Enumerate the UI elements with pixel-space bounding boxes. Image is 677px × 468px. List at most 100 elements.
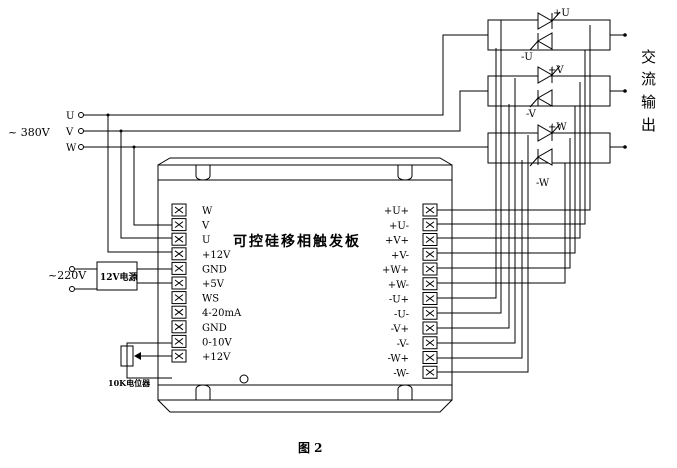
- scr-minus-v-icon: [529, 89, 553, 108]
- screw-icon: [425, 339, 435, 347]
- mains-voltage-label: ~ 380V: [8, 126, 51, 139]
- right-terminal-label: +V+: [385, 236, 409, 247]
- phase-label-w: W: [66, 143, 77, 154]
- left-terminal: 4-20mA: [171, 305, 242, 319]
- scr-label-minus-u: -U: [521, 52, 533, 63]
- output-char-4: 出: [641, 116, 656, 134]
- screw-icon: [425, 324, 435, 332]
- screw-icon: [174, 206, 184, 214]
- left-terminal: +12V: [171, 349, 231, 363]
- screw-icon: [174, 235, 184, 243]
- right-terminal: +V-: [391, 247, 438, 261]
- right-terminal-label: +W-: [388, 280, 409, 291]
- right-terminal: -V+: [391, 321, 438, 335]
- left-terminal: 0-10V: [171, 334, 232, 348]
- left-terminal-label: W: [202, 206, 213, 217]
- right-terminal: -U-: [394, 306, 438, 320]
- screw-icon: [174, 279, 184, 287]
- scr-label-minus-v: -V: [526, 109, 537, 120]
- screw-icon: [425, 295, 435, 302]
- output-char-2: 流: [641, 70, 656, 88]
- left-terminal-label: U: [202, 235, 210, 246]
- right-terminal: +W-: [388, 277, 438, 291]
- right-terminal-label: -W+: [388, 354, 410, 365]
- scr-label-plus-v: +V: [548, 65, 564, 76]
- psu-box: [96, 261, 138, 291]
- right-terminal-label: -U-: [394, 309, 409, 320]
- screw-icon: [425, 265, 435, 273]
- left-terminal-label: V: [201, 221, 210, 232]
- mains-input: ~ 380V U V W: [8, 34, 488, 253]
- aux-terminal-1-icon: [69, 266, 75, 272]
- screw-icon: [425, 280, 435, 288]
- scr-plus-u-icon: [537, 11, 561, 30]
- trigger-board: [157, 157, 453, 413]
- output-w-dot: [623, 145, 627, 149]
- output-char-3: 输: [641, 93, 656, 111]
- screw-icon: [425, 354, 435, 361]
- left-terminal-label: 0-10V: [202, 337, 232, 348]
- left-terminal-label: GND: [202, 264, 227, 275]
- screw-icon: [174, 323, 184, 331]
- screw-icon: [174, 338, 184, 345]
- left-terminal: V: [171, 218, 210, 232]
- left-terminal-label: +12V: [202, 352, 231, 363]
- screw-icon: [174, 352, 184, 360]
- screw-icon: [174, 308, 184, 316]
- right-terminal-label: +V-: [391, 250, 409, 261]
- terminal-w-icon: [78, 144, 84, 150]
- right-terminal-label: +U+: [384, 206, 409, 217]
- psu-label: 12V电源: [100, 271, 138, 283]
- output-v-dot: [623, 89, 627, 93]
- right-terminal: -W-: [393, 365, 438, 379]
- board-title: 可控硅移相触发板: [233, 233, 361, 250]
- right-terminal: +V+: [385, 233, 438, 247]
- right-terminal-label: +W+: [382, 265, 409, 276]
- scr-plus-w-icon: [537, 123, 561, 142]
- screw-icon: [174, 265, 184, 272]
- screw-icon: [425, 250, 435, 258]
- left-terminal: +5V: [171, 276, 225, 290]
- scr-label-minus-w: -W: [536, 178, 550, 189]
- right-terminal: -U+: [389, 292, 438, 306]
- right-terminal: +U-: [389, 218, 438, 232]
- left-terminal-label: +5V: [202, 279, 225, 290]
- right-terminal-block: +U+ +U- +V+ +V- +W+ +W- -U+ -U- -V+ -V- -W+ -W-: [382, 203, 438, 379]
- right-terminal-label: -V-: [397, 339, 409, 350]
- screw-icon: [425, 236, 435, 243]
- scr-plus-v-icon: [537, 65, 561, 84]
- screw-icon: [425, 221, 435, 229]
- aux-voltage-label: ~220V: [48, 269, 87, 282]
- left-terminal: U: [171, 232, 210, 246]
- right-terminal-label: -U+: [389, 295, 409, 306]
- right-terminal: -V-: [397, 336, 438, 350]
- output-label: 交 流 输 出: [641, 48, 656, 134]
- screw-icon: [425, 309, 435, 317]
- phase-label-u: U: [66, 111, 74, 122]
- output-char-1: 交: [641, 48, 656, 66]
- left-terminal: W: [171, 203, 213, 217]
- phase-label-v: V: [65, 127, 74, 138]
- left-terminal: +12V: [171, 247, 231, 261]
- screw-icon: [425, 368, 435, 376]
- left-terminal-label: GND: [202, 323, 227, 334]
- gate-wiring: [437, 20, 591, 373]
- screw-icon: [425, 206, 435, 214]
- screw-icon: [174, 221, 184, 228]
- left-terminal: GND: [171, 261, 227, 275]
- right-terminal-label: -V+: [391, 324, 409, 335]
- left-terminal-label: +12V: [202, 250, 231, 261]
- scr-minus-u-icon: [529, 32, 553, 51]
- left-terminal-label: 4-20mA: [202, 308, 242, 319]
- right-terminal: +W+: [382, 262, 438, 276]
- potentiometer-icon: [120, 345, 134, 367]
- scr-label-plus-w: +W: [548, 122, 567, 133]
- terminal-u-icon: [78, 112, 84, 118]
- output-u-dot: [623, 33, 627, 37]
- right-terminal-label: -W-: [393, 368, 409, 379]
- board-hole-icon: [239, 374, 249, 384]
- figure-caption: 图 2: [298, 441, 323, 455]
- left-terminal: WS: [171, 291, 219, 305]
- right-terminal-label: +U-: [389, 221, 409, 232]
